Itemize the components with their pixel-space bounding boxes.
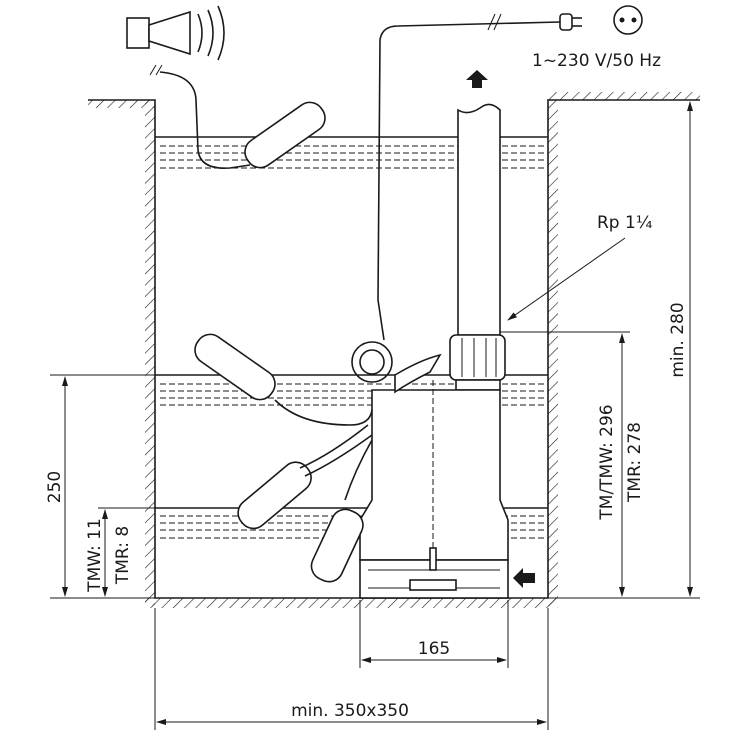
- float-switch-bottom: [310, 439, 373, 583]
- dim-250: 250: [45, 471, 65, 503]
- dim-tmr-height: TMR: 278: [625, 422, 645, 503]
- thread-label: Rp 1¼: [597, 213, 652, 233]
- pit: [88, 92, 700, 608]
- dim-pit-size: min. 350x350: [291, 701, 409, 721]
- float-switch-middle: [194, 333, 373, 426]
- discharge-pipe: [449, 103, 506, 391]
- float-switch-top: [244, 101, 326, 169]
- float-switch-lower: [237, 424, 373, 530]
- pump: [351, 341, 509, 599]
- alarm-horn-icon: [126, 5, 251, 169]
- dim-tm-tmw: TM/TMW: 296: [597, 404, 617, 520]
- power-plug-icon: [559, 13, 582, 31]
- outlet-icon: [613, 5, 643, 35]
- dim-tmw: TMW: 11: [85, 518, 105, 593]
- dimensions: [50, 101, 700, 730]
- flow-in-arrow-icon: [513, 568, 535, 588]
- flow-out-arrow-icon: [466, 70, 488, 88]
- power-label: 1~230 V/50 Hz: [532, 51, 661, 71]
- power-cable: [377, 13, 561, 341]
- dim-pump-width: 165: [418, 639, 450, 659]
- dim-min-depth: min. 280: [668, 302, 688, 377]
- dim-tmr: TMR: 8: [113, 526, 133, 585]
